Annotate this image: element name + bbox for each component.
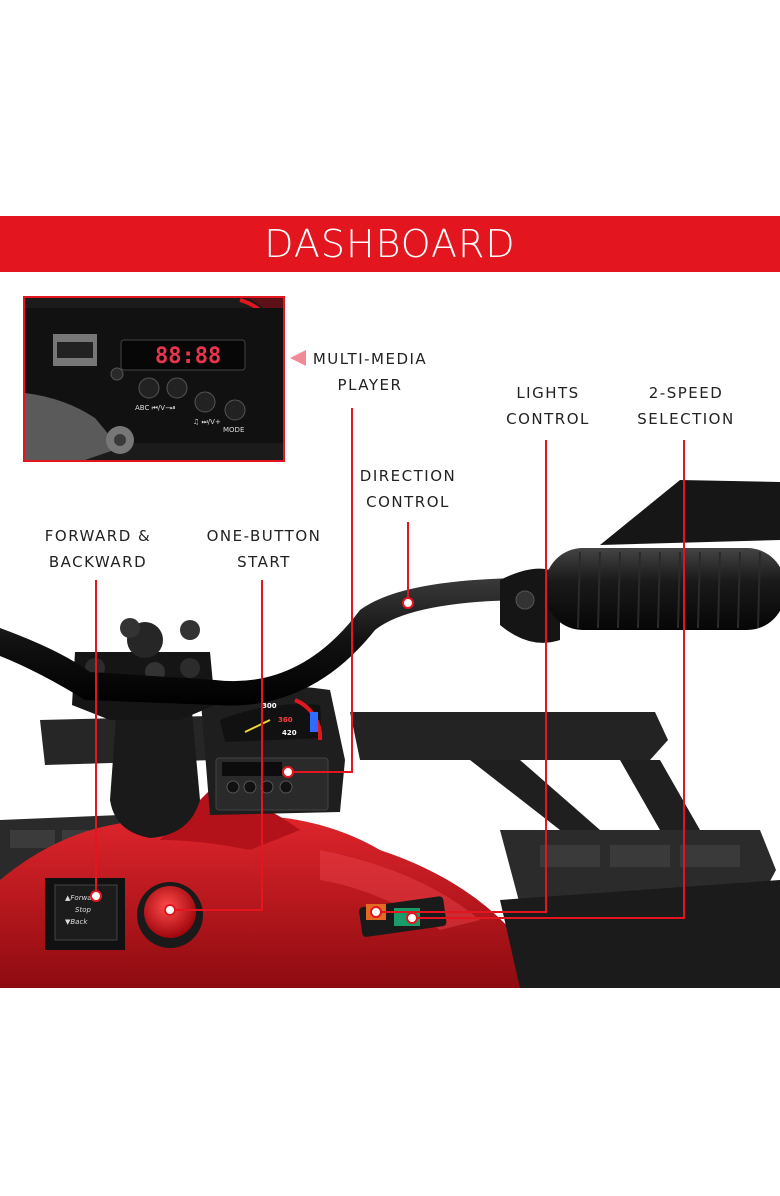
callout-direction-control: DIRECTION CONTROL — [356, 463, 460, 515]
callout-lights-line2: CONTROL — [506, 410, 590, 428]
callout-speed-line1: 2-SPEED — [648, 384, 724, 402]
closeup-btn-label-mode: MODE — [223, 426, 244, 434]
dash-gauge-tick-420: 420 — [282, 729, 297, 737]
switch-back-label: ▼Back — [65, 918, 88, 926]
dash-gauge-tick-360: 360 — [278, 716, 293, 724]
callout-start-line2: START — [237, 553, 291, 571]
callout-lights-line1: LIGHTS — [516, 384, 580, 402]
callout-speed-line2: SELECTION — [637, 410, 735, 428]
closeup-btn-label-prev: ABC ⏮/V− — [135, 404, 171, 412]
callout-dots — [90, 597, 418, 924]
callout-lights-control: LIGHTS CONTROL — [496, 380, 600, 432]
callout-forward-backward: FORWARD & BACKWARD — [40, 523, 156, 575]
callout-2-speed-selection: 2-SPEED SELECTION — [630, 380, 742, 432]
banner-title: DASHBOARD — [264, 222, 516, 266]
callout-direction-line1: DIRECTION — [359, 467, 457, 485]
dash-console: 300 360 420 — [200, 685, 345, 815]
callout-multimedia-player: MULTI-MEDIA PLAYER — [308, 346, 432, 398]
closeup-btn-label-next: ♫ ⏭/V+ — [193, 418, 221, 426]
forward-backward-switch: ▲Forward Stop ▼Back — [45, 878, 125, 950]
callout-start-line1: ONE-BUTTON — [206, 527, 322, 545]
callout-leader-lines — [95, 408, 685, 919]
callout-one-button-start: ONE-BUTTON START — [200, 523, 328, 575]
closeup-photo: 420 88:88 ABC ⏮/V− ⏯ ♫ ⏭/V+ MODE — [25, 298, 283, 460]
callout-direction-line2: CONTROL — [366, 493, 450, 511]
multimedia-player-closeup: 420 88:88 ABC ⏮/V− ⏯ ♫ ⏭/V+ MODE — [23, 296, 285, 462]
closeup-btn-label-play: ⏯ — [170, 404, 176, 412]
player-display-digits: 88:88 — [155, 344, 221, 369]
dashboard-banner: DASHBOARD — [0, 216, 780, 272]
callout-multimedia-line2: PLAYER — [337, 376, 403, 394]
dash-gauge-tick-300: 300 — [262, 702, 277, 710]
atv-body — [0, 790, 780, 988]
switch-stop-label: Stop — [75, 906, 91, 914]
switch-forward-label: ▲Forward — [65, 894, 99, 902]
multimedia-pointer-icon — [290, 350, 306, 366]
callout-forward-line2: BACKWARD — [48, 553, 148, 571]
callout-multimedia-line1: MULTI-MEDIA — [312, 350, 428, 368]
callout-forward-line1: FORWARD & — [44, 527, 152, 545]
